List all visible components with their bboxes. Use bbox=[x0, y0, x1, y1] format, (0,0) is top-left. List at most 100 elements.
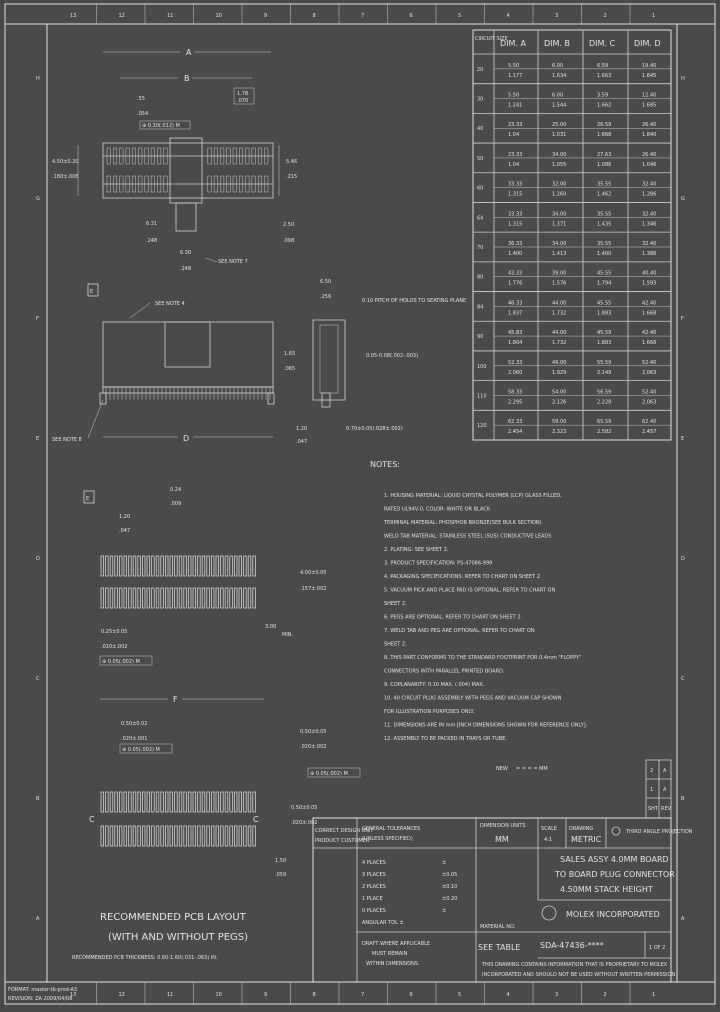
zone-bottom-label: 7 bbox=[361, 992, 364, 998]
dim-250-in: .098 bbox=[283, 238, 294, 244]
table-cell-inch: 1.046 bbox=[642, 162, 656, 168]
table-cell-mm: 34.00 bbox=[552, 152, 566, 158]
sht-label: SHT bbox=[648, 806, 659, 812]
pitch-note: 0.10 PITCH OF HOLDS TO SEATING PLANE bbox=[362, 298, 466, 304]
table-cell-inch: 1.804 bbox=[508, 340, 522, 346]
pcb-min: MIN. bbox=[282, 632, 294, 638]
table-cell-inch: 1.634 bbox=[552, 73, 566, 79]
zone-top-label: 13 bbox=[70, 13, 76, 19]
pcb-title: RECOMMENDED PCB LAYOUT bbox=[100, 912, 247, 923]
table-cell-inch: 1.400 bbox=[508, 251, 522, 257]
label-d: D bbox=[183, 434, 189, 443]
table-cell-mm: 5.50 bbox=[508, 63, 519, 69]
table-cell-inch: 1.086 bbox=[597, 162, 611, 168]
note-line: FOR ILLUSTRATION PURPOSES ONLY. bbox=[384, 709, 475, 715]
angular-tol: ANGULAR TOL ± bbox=[362, 920, 404, 926]
unless-specified: (UNLESS SPECIFIED) bbox=[362, 836, 413, 842]
tol-042: 0.05-0.08(.002-.003) bbox=[366, 353, 418, 359]
table-cell-size: 84 bbox=[477, 304, 483, 310]
box-178: 1.78 bbox=[237, 91, 248, 97]
table-cell-inch: 1.177 bbox=[508, 73, 522, 79]
table-cell-mm: 55.59 bbox=[597, 360, 611, 366]
table-cell-inch: 1.386 bbox=[642, 251, 656, 257]
pcb-dim-0p2-in: .020±.002 bbox=[291, 820, 317, 826]
zone-top-label: 4 bbox=[507, 13, 510, 19]
table-cell-size: 90 bbox=[477, 334, 483, 340]
table-cell-mm: 32.40 bbox=[642, 211, 656, 217]
table-cell-inch: 1.776 bbox=[508, 281, 522, 287]
peg-outline bbox=[175, 202, 197, 232]
top-view: A B .55 .054 ⊕ 0.30(.012) M 1.78 .070 4.… bbox=[52, 48, 297, 272]
vacuum-cap bbox=[169, 137, 203, 204]
zone-bottom-label: 1 bbox=[652, 992, 655, 998]
table-cell-inch: 1.031 bbox=[552, 132, 566, 138]
note-line: 11. DIMENSIONS ARE IN mm [INCH DIMENSION… bbox=[384, 723, 588, 729]
pcb-dim-0p-in: .020±.002 bbox=[300, 744, 326, 750]
note-line: 8. THIS PART CONFORMS TO THE STANDARD FO… bbox=[384, 655, 581, 661]
table-cell-mm: 44.00 bbox=[552, 300, 566, 306]
must-remain: MUST REMAIN bbox=[372, 951, 408, 957]
tol-row-label: 2 PLACES bbox=[362, 884, 386, 890]
table-cell-inch: 1.645 bbox=[642, 73, 656, 79]
table-cell-mm: 46.33 bbox=[508, 300, 522, 306]
zone-left-label: C bbox=[36, 676, 40, 682]
side-view-leads bbox=[99, 387, 331, 408]
connector-top-outline bbox=[102, 142, 274, 199]
zone-bottom-label: 9 bbox=[264, 992, 267, 998]
table-cell-mm: 26.40 bbox=[642, 122, 656, 128]
zone-bottom-label: 2 bbox=[604, 992, 607, 998]
table-cell-mm: 52.40 bbox=[642, 389, 656, 395]
table-cell-inch: 1.685 bbox=[642, 103, 656, 109]
tol-row-label: 4 PLACES bbox=[362, 860, 386, 866]
scale-label: SCALE bbox=[541, 826, 557, 832]
note-line: 1. HOUSING MATERIAL: LIQUID CRYSTAL POLY… bbox=[384, 493, 562, 499]
table-rows: 205.501.1776.001.6346.591.66319.401.6453… bbox=[473, 63, 671, 435]
tol-row-value: ±0.20 bbox=[442, 896, 457, 902]
pcb-pad-row-bottom bbox=[100, 791, 256, 847]
table-cell-inch: 2.457 bbox=[642, 429, 656, 435]
note-line: CONNECTORS WITH PARALLEL PRINTED BOARD. bbox=[384, 669, 505, 675]
table-cell-mm: 59.00 bbox=[552, 419, 566, 425]
zone-left-label: E bbox=[36, 436, 39, 442]
table-cell-inch: 1.668 bbox=[642, 310, 656, 316]
zone-right-label: E bbox=[681, 436, 684, 442]
table-cell-mm: 32.00 bbox=[552, 182, 566, 188]
dimension-table: CIRCUIT SIZE DIM. A DIM. B DIM. C DIM. D… bbox=[472, 29, 672, 441]
zone-bottom-label: 6 bbox=[410, 992, 413, 998]
table-cell-mm: 32.40 bbox=[642, 241, 656, 247]
dim-height-mm: 4.50±0.20 bbox=[52, 159, 78, 165]
sheet-number: 1 OF 2 bbox=[649, 945, 665, 951]
box-070: .070 bbox=[237, 98, 248, 104]
zone-bottom-label: 5 bbox=[458, 992, 461, 998]
header-dim-c: DIM. C bbox=[589, 39, 616, 48]
table-cell-mm: 58.33 bbox=[508, 389, 522, 395]
material-no-label: MATERIAL NO. bbox=[480, 924, 516, 930]
table-cell-inch: 1.668 bbox=[597, 132, 611, 138]
table-cell-mm: 54.00 bbox=[552, 389, 566, 395]
document-number: SDA-47436-**** bbox=[540, 941, 604, 950]
pcb-tol-box-2: ⊕ 0.05(.002) M bbox=[122, 747, 160, 753]
projection-symbol-icon bbox=[611, 826, 621, 836]
dim-units-label: DIMENSION UNITS bbox=[480, 823, 526, 829]
zone-bottom-label: 12 bbox=[119, 992, 125, 998]
note-line: TERMINAL MATERIAL: PHOSPHOR BRONZE(SEE B… bbox=[383, 520, 542, 526]
rev-row-1-rev: A bbox=[663, 768, 667, 774]
table-cell-size: 50 bbox=[477, 156, 483, 162]
note-line: SHEET 2. bbox=[384, 601, 407, 607]
note-line: 12. ASSEMBLY TO BE PACKED IN TRAYS OR TU… bbox=[384, 736, 507, 742]
top-view-contacts bbox=[103, 147, 273, 193]
table-cell-mm: 19.40 bbox=[642, 63, 656, 69]
table-cell-inch: 2.228 bbox=[597, 399, 611, 405]
disclaimer-1: THIS DRAWING CONTAINS INFORMATION THAT I… bbox=[481, 962, 668, 968]
table-cell-inch: 1.286 bbox=[642, 192, 656, 198]
draft-note: DRAFT WHERE APPLICABLE bbox=[362, 941, 430, 947]
design-unit-label: CORRECT DESIGN UNIT bbox=[315, 828, 374, 834]
label-e-pcb: E bbox=[86, 496, 89, 502]
see-table: SEE TABLE bbox=[478, 943, 520, 952]
table-cell-mm: 34.00 bbox=[552, 241, 566, 247]
table-cell-mm: 35.55 bbox=[597, 182, 611, 188]
tolerance-position: ⊕ 0.30(.012) M bbox=[142, 123, 180, 129]
zone-top-label: 8 bbox=[313, 13, 316, 19]
